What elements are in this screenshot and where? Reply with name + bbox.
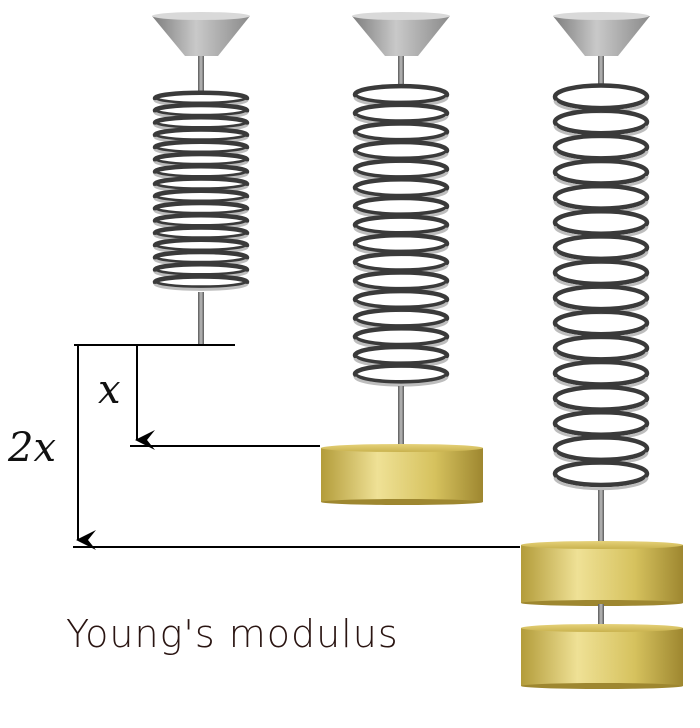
coil-loop xyxy=(152,274,250,290)
coil-loop xyxy=(152,262,250,278)
spring-two-weights xyxy=(521,12,683,689)
coil-loop xyxy=(352,251,450,273)
coil-loop xyxy=(352,344,450,366)
rod-top-2 xyxy=(398,56,404,86)
coil-loop xyxy=(152,102,250,119)
coil-loop xyxy=(152,249,250,266)
coil-loop xyxy=(352,177,450,199)
coil-loop xyxy=(352,195,450,217)
coil-loop xyxy=(152,164,250,180)
rod-bottom-1 xyxy=(198,292,204,346)
weight-3 xyxy=(521,624,683,689)
caption: Young's modulus xyxy=(66,612,399,656)
coil-loop xyxy=(552,233,650,262)
coil-loop xyxy=(152,115,250,131)
rod-between-weights xyxy=(598,604,604,626)
coil-highlight xyxy=(353,376,449,387)
coil-3 xyxy=(552,83,650,491)
rod-bottom-2 xyxy=(398,386,404,446)
spring-unloaded xyxy=(152,12,250,346)
coil-loop xyxy=(152,151,250,168)
coil-loop xyxy=(552,83,650,111)
coil-loop xyxy=(352,232,450,255)
coil-loop xyxy=(552,108,650,136)
rod-bottom-3 xyxy=(598,490,604,545)
rod-top-3 xyxy=(598,56,604,86)
coil-loop xyxy=(552,183,650,211)
coil-loop xyxy=(352,102,450,124)
coil-loop xyxy=(152,139,250,156)
coil-1 xyxy=(152,90,250,291)
coil-highlight xyxy=(153,283,249,291)
coil-loop xyxy=(352,326,450,348)
coil-loop xyxy=(352,214,450,236)
coil-loop xyxy=(552,158,650,186)
coil-loop xyxy=(552,284,650,312)
coil-loop xyxy=(352,83,450,106)
coil-loop xyxy=(552,409,650,437)
coil-loop xyxy=(152,237,250,254)
coil-loop xyxy=(352,363,450,385)
mount-cone-2 xyxy=(352,16,450,56)
coil-loop xyxy=(552,259,650,287)
extension-label-2x: 2x xyxy=(8,425,57,471)
weight-1 xyxy=(321,444,483,505)
coil-loop xyxy=(152,127,250,143)
coil-loop xyxy=(352,307,450,329)
coil-loop xyxy=(152,90,250,107)
coil-loop xyxy=(552,133,650,161)
coil-2 xyxy=(352,83,450,387)
coil-loop xyxy=(352,139,450,162)
coil-loop xyxy=(152,176,250,192)
extension-label-x: x xyxy=(98,367,121,413)
coil-loop xyxy=(552,309,650,337)
coil-loop xyxy=(552,334,650,362)
mount-cone-1 xyxy=(152,16,250,56)
spring-one-weight xyxy=(321,12,483,505)
coil-loop xyxy=(552,384,650,412)
coil-loop xyxy=(552,208,650,236)
coil-highlight xyxy=(553,477,649,491)
measurement-lines xyxy=(73,344,520,550)
coil-loop xyxy=(152,200,250,217)
coil-loop xyxy=(152,188,250,205)
coil-loop xyxy=(152,213,250,229)
weight-2 xyxy=(521,541,683,606)
coil-loop xyxy=(552,359,650,387)
coil-loop xyxy=(352,270,450,292)
coil-loop xyxy=(552,460,650,488)
rod-top-1 xyxy=(198,56,204,92)
coil-loop xyxy=(552,434,650,463)
coil-loop xyxy=(152,225,250,241)
coil-loop xyxy=(352,158,450,180)
mount-cone-3 xyxy=(553,16,650,56)
coil-loop xyxy=(352,288,450,311)
coil-loop xyxy=(352,121,450,143)
